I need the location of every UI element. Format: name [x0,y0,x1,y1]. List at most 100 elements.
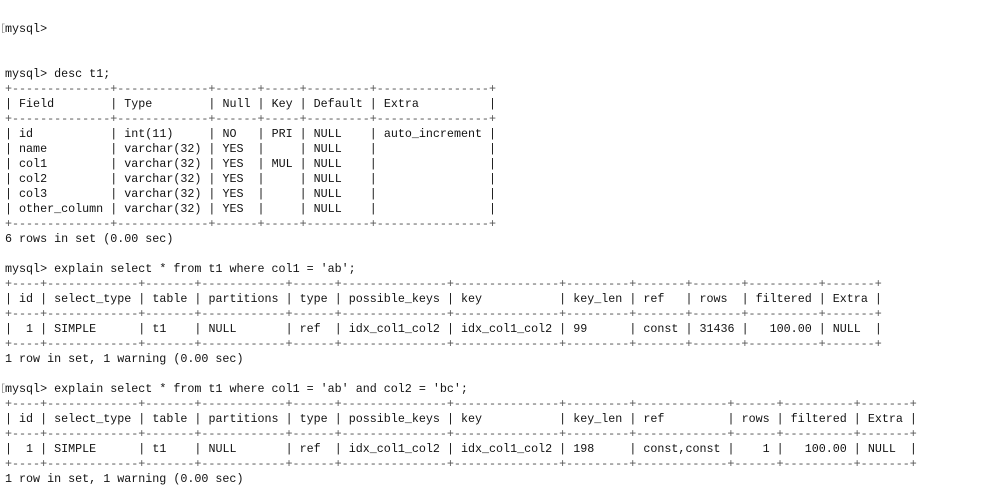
column-separator: | [299,187,314,201]
column-separator: | [5,412,20,426]
column-separator: | [40,442,55,456]
table-row: | col2 | varchar(32) | YES | | NULL | | [5,172,917,187]
table-cell: 1 [741,442,770,456]
table-cell: varchar(32) [124,142,202,156]
column-header: filtered [790,412,847,426]
command-line: [mysql> explain select * from t1 where c… [0,382,917,397]
column-separator: | [629,322,644,336]
prompt: mysql> [5,22,48,36]
table-cell [384,202,482,216]
column-separator: | [208,172,223,186]
column-separator: | [741,292,756,306]
column-separator: | [194,292,209,306]
table-cell: YES [222,157,251,171]
table-cell: varchar(32) [124,202,202,216]
column-header: partitions [208,412,279,426]
column-separator: | [818,322,833,336]
column-separator: | [874,322,882,336]
table-cell: ref [299,322,328,336]
command-text: explain select * from t1 where col1 = 'a… [54,382,468,396]
column-separator: | [208,127,223,141]
column-separator: | [299,202,314,216]
table-border: +--------------+-------------+------+---… [5,82,496,96]
column-header: key [460,292,553,306]
table-border: +----+-------------+-------+------------… [5,337,882,351]
table-cell: NO [222,127,251,141]
column-header: rows [699,292,735,306]
table-cell: NULL [313,157,363,171]
column-header: possible_keys [348,292,440,306]
column-separator: | [559,442,574,456]
table-border: +----+-------------+-------+------------… [5,277,882,291]
table-cell: SIMPLE [54,442,132,456]
command-line: mysql> explain select * from t1 where co… [5,262,917,277]
prompt-line: [mysql> [0,22,917,37]
result-table: +----+-------------+-------+------------… [5,277,917,352]
column-separator: | [369,97,384,111]
column-separator: | [138,292,153,306]
terminal-output[interactable]: [mysql> mysql> desc t1;+--------------+-… [0,0,917,502]
column-separator: | [299,172,314,186]
column-separator: | [285,292,300,306]
column-separator: | [334,442,349,456]
column-separator: | [489,127,497,141]
column-separator: | [257,187,272,201]
column-separator: | [727,412,742,426]
column-header: partitions [208,292,279,306]
table-cell: NULL [208,322,279,336]
column-separator: | [110,157,125,171]
table-row: | 1 | SIMPLE | t1 | NULL | ref | idx_col… [5,322,917,337]
command-blocks: mysql> desc t1;+--------------+---------… [0,67,917,487]
table-cell: YES [222,202,251,216]
table-cell: idx_col1_col2 [348,442,440,456]
column-separator: | [5,187,20,201]
column-separator: | [5,157,20,171]
column-separator: | [853,412,868,426]
column-separator: | [257,142,272,156]
column-separator: | [629,412,644,426]
command-block: mysql> explain select * from t1 where co… [5,262,917,382]
table-cell: 198 [573,442,623,456]
column-header: Key [271,97,293,111]
column-separator: | [208,97,223,111]
table-cell: col1 [19,157,104,171]
column-separator: | [489,97,497,111]
column-separator: | [208,157,223,171]
column-header: ref [643,292,679,306]
line-marker-icon: [ [0,384,7,395]
prompt: mysql> [5,382,55,396]
blank-line [5,367,917,382]
column-separator: | [559,322,574,336]
column-separator: | [909,412,917,426]
column-header: key_len [573,412,623,426]
column-separator: | [446,292,461,306]
line-marker-icon: [ [0,24,7,35]
table-border: +--------------+-------------+------+---… [5,112,496,126]
table-cell: NULL [313,172,363,186]
table-cell: varchar(32) [124,157,202,171]
table-cell [384,187,482,201]
column-separator: | [685,292,700,306]
table-cell: NULL [313,187,363,201]
result-table: +--------------+-------------+------+---… [5,82,917,232]
table-cell: NULL [867,442,903,456]
table-row: | name | varchar(32) | YES | | NULL | | [5,142,917,157]
table-cell: NULL [832,322,868,336]
column-separator: | [299,127,314,141]
column-separator: | [446,412,461,426]
table-cell: YES [222,142,251,156]
column-separator: | [257,157,272,171]
table-cell: int(11) [124,127,202,141]
table-cell: 31436 [699,322,735,336]
table-cell: 100.00 [790,442,847,456]
column-separator: | [446,442,461,456]
column-header: Extra [383,97,483,111]
table-cell: YES [222,172,251,186]
table-border: +----+-------------+-------+------------… [5,397,917,411]
column-separator: | [257,172,272,186]
table-cell: const [643,322,679,336]
column-separator: | [489,187,497,201]
blank-line [5,247,917,262]
column-header: Type [124,97,202,111]
column-separator: | [629,292,644,306]
